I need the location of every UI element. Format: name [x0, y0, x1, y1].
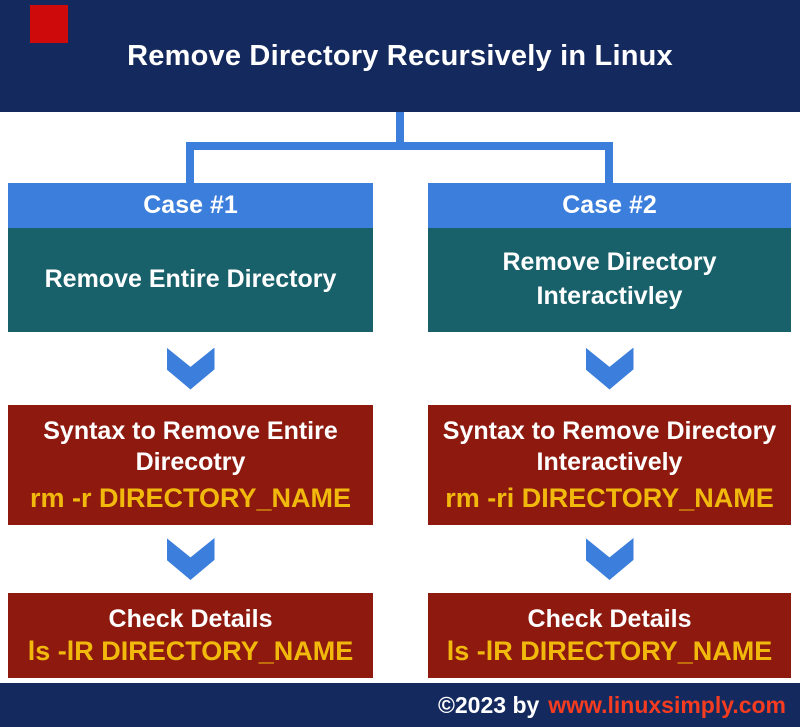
case-2-arrow-zone-1	[428, 332, 791, 405]
case-2-topic-text: Remove Directory Interactivley	[502, 248, 717, 310]
footer-bar: ©2023 by www.linuxsimply.com	[0, 683, 800, 727]
connector-drop-left	[186, 142, 194, 183]
case-1-syntax-command: rm -r DIRECTORY_NAME	[29, 483, 352, 514]
case-2-header: Case #2	[428, 183, 791, 228]
case-1-details-box: Check Details ls -lR DIRECTORY_NAME	[8, 593, 373, 678]
case-1-label: Case #1	[143, 191, 238, 219]
case-2-syntax-command: rm -ri DIRECTORY_NAME	[445, 483, 774, 514]
case-1-header: Case #1	[8, 183, 373, 228]
case-1-details-title: Check Details	[108, 604, 273, 633]
case-1-topic-box: Remove Entire Directory	[8, 228, 373, 332]
case-1-details-command: ls -lR DIRECTORY_NAME	[27, 635, 354, 666]
site-link-text: www.linuxsimply.com	[548, 691, 786, 718]
down-arrow-icon	[166, 347, 215, 390]
case-1-topic-text: Remove Entire Directory	[44, 265, 337, 294]
copyright-text: ©2023 by	[437, 691, 540, 718]
case-2-syntax-title: Syntax to Remove Directory Interactively	[442, 416, 777, 476]
down-arrow-icon	[166, 538, 215, 580]
case-1-arrow-zone-1	[8, 332, 373, 405]
connector-horizontal	[186, 142, 613, 150]
case-2-column: Case #2 Remove Directory Interactivley S…	[428, 183, 791, 678]
case-2-label: Case #2	[562, 191, 657, 219]
connector-stem	[396, 112, 404, 150]
case-1-syntax-box: Syntax to Remove Entire Direcotry rm -r …	[8, 405, 373, 525]
case-1-column: Case #1 Remove Entire Directory Syntax t…	[8, 183, 373, 678]
page-title: Remove Directory Recursively in Linux	[127, 39, 673, 72]
title-bar: Remove Directory Recursively in Linux	[0, 0, 800, 112]
case-2-details-command: ls -lR DIRECTORY_NAME	[446, 635, 773, 666]
down-arrow-icon	[585, 347, 634, 390]
down-arrow-icon	[585, 538, 634, 580]
connector-drop-right	[605, 142, 613, 183]
case-1-syntax-title: Syntax to Remove Entire Direcotry	[43, 416, 338, 476]
case-2-details-box: Check Details ls -lR DIRECTORY_NAME	[428, 593, 791, 678]
case-2-details-title: Check Details	[527, 604, 692, 633]
case-2-topic-box: Remove Directory Interactivley	[428, 228, 791, 332]
case-1-arrow-zone-2	[8, 525, 373, 593]
corner-accent-square	[30, 5, 68, 43]
case-2-arrow-zone-2	[428, 525, 791, 593]
case-2-syntax-box: Syntax to Remove Directory Interactively…	[428, 405, 791, 525]
